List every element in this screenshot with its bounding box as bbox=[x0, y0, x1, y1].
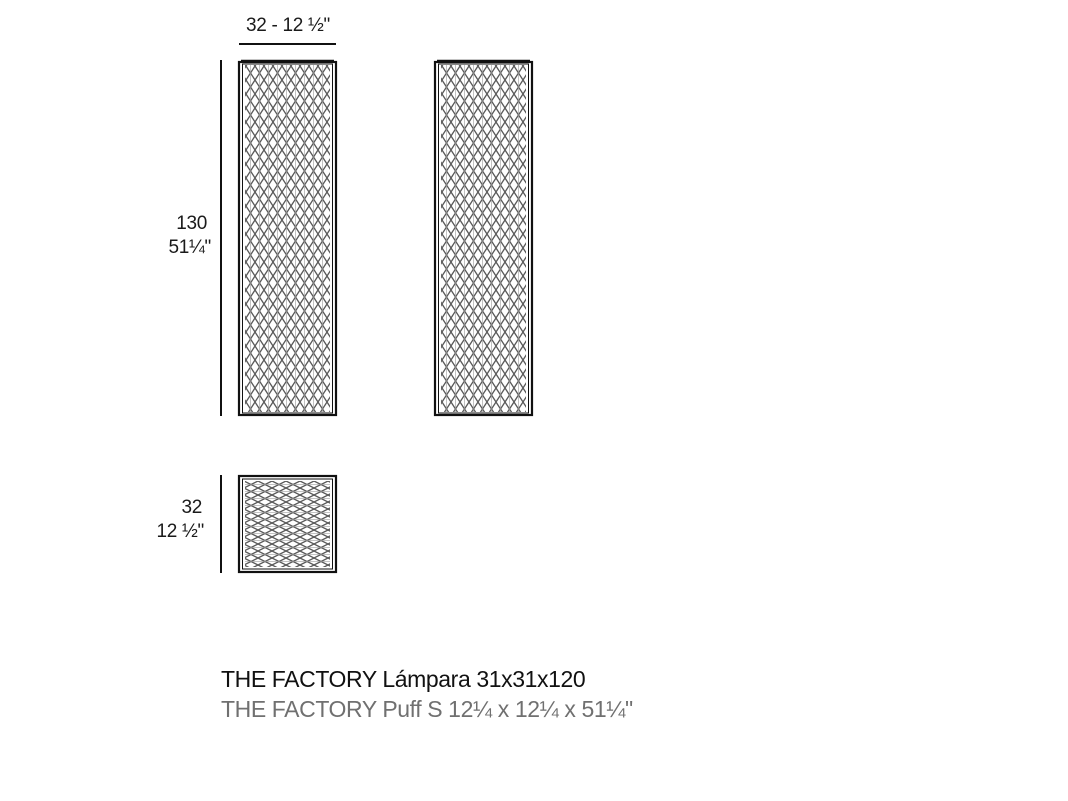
depth-dimension-imperial: 12 ½" bbox=[156, 521, 204, 542]
top-view-drawing bbox=[237, 474, 338, 574]
height-dimension-metric: 130 bbox=[176, 213, 207, 234]
caption-lamp: THE FACTORY Lámpara 31x31x120 bbox=[221, 666, 586, 692]
caption-puff: THE FACTORY Puff S 12¼ x 12¼ x 51¼" bbox=[221, 696, 633, 722]
depth-dimension-metric: 32 bbox=[181, 497, 202, 518]
depth-dimension-line bbox=[220, 475, 222, 573]
top-dimension-label: 32 - 12 ½" bbox=[245, 15, 331, 36]
height-dimension-line bbox=[220, 60, 222, 416]
side-view-drawing bbox=[433, 59, 534, 418]
front-view-drawing bbox=[237, 59, 338, 418]
top-dimension-line bbox=[239, 43, 336, 45]
height-dimension-imperial: 51¼" bbox=[168, 237, 211, 258]
